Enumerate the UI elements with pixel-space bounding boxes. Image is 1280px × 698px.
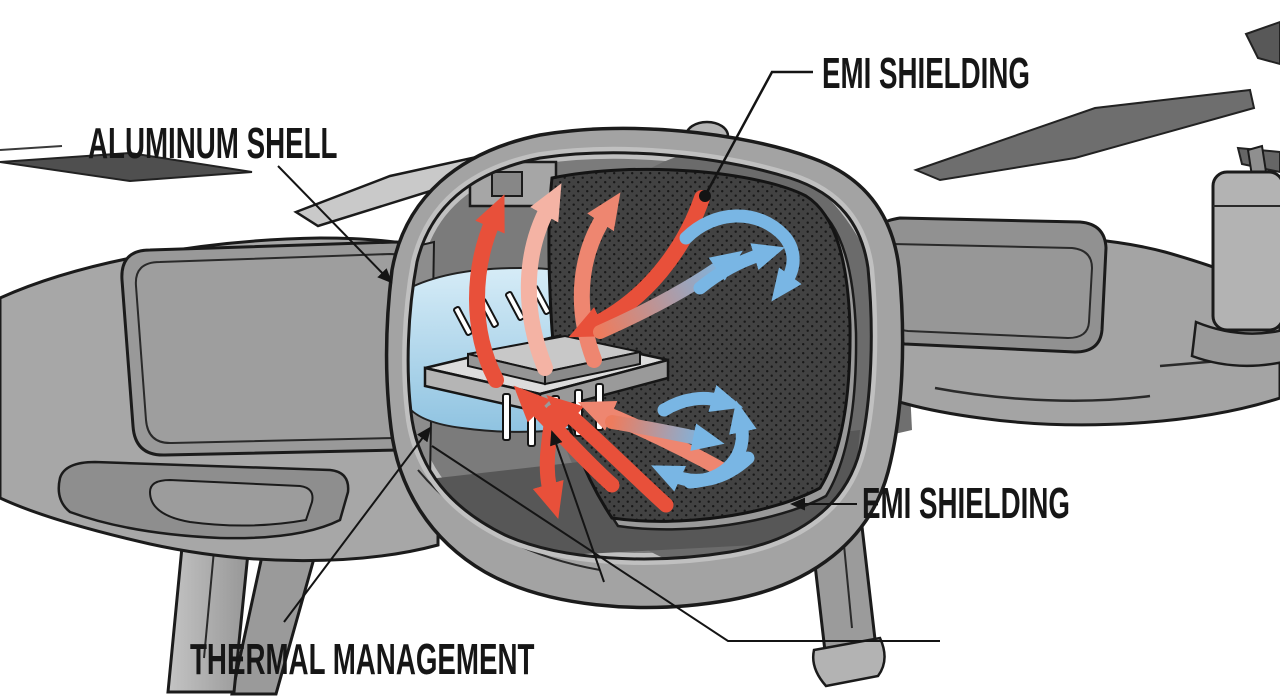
left-propeller (0, 145, 253, 183)
label-emi-shielding-top: EMI SHIELDING (822, 49, 1030, 98)
motor-cylinder (1211, 170, 1280, 332)
leader-lines (277, 70, 940, 642)
cutaway-interior (402, 146, 878, 565)
leader-line-extra (431, 445, 940, 642)
leader-aluminum-shell (277, 165, 393, 284)
label-thermal-management: THERMAL MANAGEMENT (190, 635, 535, 684)
emi-flow-arrows (651, 209, 802, 492)
label-aluminum-shell: ALUMINUM SHELL (88, 119, 338, 168)
right-propeller-blade (913, 88, 1256, 182)
leader-emi-top (704, 70, 813, 195)
label-emi-shielding-right: EMI SHIELDING (862, 479, 1070, 528)
leader-emi-top-dot (699, 190, 711, 202)
heat-flow-arrows (469, 183, 743, 519)
left-arm (0, 236, 440, 563)
leader-thermal-2 (550, 430, 605, 583)
leader-thermal-1 (283, 426, 432, 623)
